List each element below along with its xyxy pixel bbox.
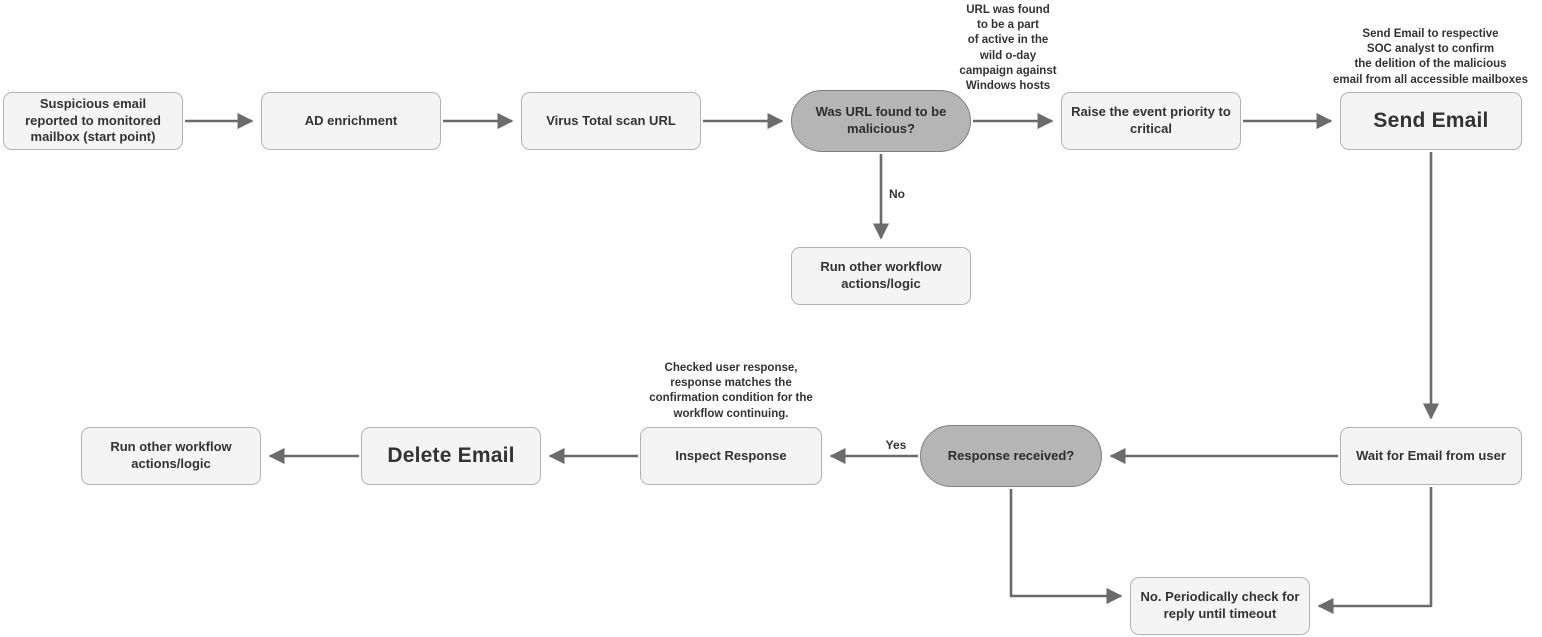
node-label: Send Email — [1373, 108, 1489, 132]
node-label: Virus Total scan URL — [546, 112, 676, 128]
edge-label-zero-day-note: URL was found to be a part of active in … — [959, 4, 1057, 92]
node-vt[interactable]: Virus Total scan URL — [521, 92, 701, 150]
edge-label-yes-branch: Yes — [885, 438, 907, 452]
node-inspect[interactable]: Inspect Response — [640, 427, 822, 485]
node-runother2[interactable]: Run other workflow actions/logic — [81, 427, 261, 485]
node-runother1[interactable]: Run other workflow actions/logic — [791, 247, 971, 305]
node-delete[interactable]: Delete Email — [361, 427, 541, 485]
node-start[interactable]: Suspicious email reported to monitored m… — [3, 92, 183, 150]
edge-wait-to-periodic — [1317, 487, 1433, 615]
node-label: Suspicious email reported to monitored m… — [25, 96, 161, 145]
node-label: AD enrichment — [304, 112, 398, 128]
edge-received-to-periodic — [1009, 489, 1123, 605]
node-label: No. Periodically check for reply until t… — [1140, 589, 1300, 621]
node-label: Run other workflow actions/logic — [820, 259, 942, 291]
node-raise[interactable]: Raise the event priority to critical — [1061, 92, 1241, 150]
node-label: Wait for Email from user — [1356, 447, 1506, 463]
node-label: Run other workflow actions/logic — [110, 439, 232, 471]
node-periodic[interactable]: No. Periodically check for reply until t… — [1130, 577, 1310, 635]
node-label: Inspect Response — [675, 447, 787, 463]
edge-label-no-branch: No — [889, 187, 905, 201]
node-label: Delete Email — [387, 443, 515, 467]
node-ad[interactable]: AD enrichment — [261, 92, 441, 150]
node-label: Was URL found to be malicious? — [815, 104, 947, 136]
node-label: Response received? — [947, 447, 1075, 463]
edge-label-send-email-note: Send Email to respective SOC analyst to … — [1333, 28, 1528, 86]
node-label: Raise the event priority to critical — [1071, 104, 1231, 136]
node-send[interactable]: Send Email — [1340, 92, 1522, 150]
edge-label-checked-note: Checked user response, response matches … — [649, 362, 813, 420]
node-wait[interactable]: Wait for Email from user — [1340, 427, 1522, 485]
node-malicious[interactable]: Was URL found to be malicious? — [791, 90, 971, 152]
node-received[interactable]: Response received? — [920, 425, 1102, 487]
